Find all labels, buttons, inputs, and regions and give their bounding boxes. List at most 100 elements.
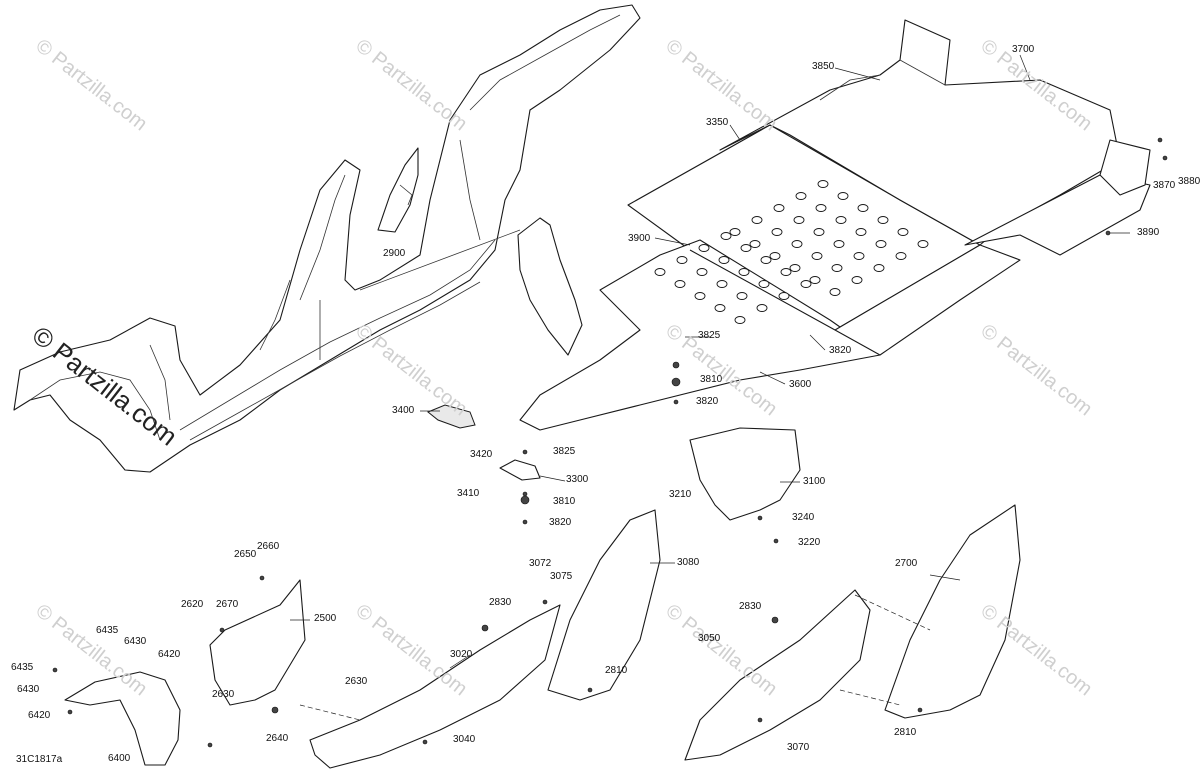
callout-3820: 3820 <box>829 345 852 356</box>
callout-6435: 6435 <box>11 662 34 673</box>
floor-hole <box>674 280 686 288</box>
floor-hole <box>897 228 909 236</box>
document-id: 31C1817a <box>16 754 63 765</box>
side-panel-large <box>517 217 583 356</box>
callout-3820: 3820 <box>696 396 719 407</box>
callout-6435: 6435 <box>96 625 119 636</box>
callout-3900: 3900 <box>628 233 651 244</box>
fasteners <box>52 137 1168 748</box>
callout-2810: 2810 <box>894 727 917 738</box>
callout-3825: 3825 <box>698 330 721 341</box>
callout-3810: 3810 <box>553 496 576 507</box>
floor-hole <box>729 228 741 236</box>
callout-6400: 6400 <box>108 753 131 764</box>
floor-hole <box>811 252 823 260</box>
floor-hole <box>877 216 889 224</box>
rocker-3020 <box>309 604 561 769</box>
floor-hole <box>769 252 781 260</box>
callout-3600: 3600 <box>789 379 812 390</box>
floor-hole <box>793 216 805 224</box>
panel-2500 <box>209 579 306 706</box>
callout-3075: 3075 <box>550 571 573 582</box>
floor-hole <box>855 228 867 236</box>
callout-2660: 2660 <box>257 541 280 552</box>
floor-hole <box>795 192 807 200</box>
bracket-3300 <box>499 459 541 481</box>
callout-2630: 2630 <box>345 676 368 687</box>
floor-hole <box>676 256 688 264</box>
floor-hole <box>749 240 761 248</box>
floor-hole <box>833 240 845 248</box>
floor-pan-3600 <box>519 232 1021 431</box>
callout-6430: 6430 <box>17 684 40 695</box>
callout-3070: 3070 <box>787 742 810 753</box>
callout-6420: 6420 <box>28 710 51 721</box>
callout-3410: 3410 <box>457 488 480 499</box>
floor-hole <box>654 268 666 276</box>
callout-2630: 2630 <box>212 689 235 700</box>
callout-3020: 3020 <box>450 649 473 660</box>
floor-hole <box>831 264 843 272</box>
callout-3810: 3810 <box>700 374 723 385</box>
floor-hole <box>789 264 801 272</box>
floor-hole <box>698 244 710 252</box>
floor-pan-3850-3700 <box>719 19 1121 246</box>
floor-hole <box>696 268 708 276</box>
callout-3040: 3040 <box>453 734 476 745</box>
callout-2810: 2810 <box>605 665 628 676</box>
callout-3100: 3100 <box>803 476 826 487</box>
panel-2900 <box>377 147 419 233</box>
callout-3210: 3210 <box>669 489 692 500</box>
floor-hole <box>758 280 770 288</box>
callout-3350: 3350 <box>706 117 729 128</box>
callout-2650: 2650 <box>234 549 257 560</box>
callout-3870: 3870 <box>1153 180 1176 191</box>
floor-hole <box>815 204 827 212</box>
floor-hole <box>716 280 728 288</box>
floor-hole <box>736 292 748 300</box>
floor-hole <box>771 228 783 236</box>
callout-3220: 3220 <box>798 537 821 548</box>
callout-2620: 2620 <box>181 599 204 610</box>
floor-hole <box>837 192 849 200</box>
floor-hole <box>875 240 887 248</box>
callout-2640: 2640 <box>266 733 289 744</box>
floor-hole <box>817 180 829 188</box>
floor-hole <box>917 240 929 248</box>
callout-3700: 3700 <box>1012 44 1035 55</box>
callout-6430: 6430 <box>124 636 147 647</box>
callout-3825: 3825 <box>553 446 576 457</box>
floor-hole <box>734 316 746 324</box>
callout-3850: 3850 <box>812 61 835 72</box>
floor-hole <box>751 216 763 224</box>
callout-2500: 2500 <box>314 613 337 624</box>
floor-hole <box>778 292 790 300</box>
callout-3420: 3420 <box>470 449 493 460</box>
floor-hole <box>694 292 706 300</box>
floor-hole <box>813 228 825 236</box>
callout-3072: 3072 <box>529 558 552 569</box>
floor-hole <box>829 288 841 296</box>
callout-2830: 2830 <box>489 597 512 608</box>
callout-2830: 2830 <box>739 601 762 612</box>
fender-6400 <box>64 671 181 766</box>
door-2700 <box>884 504 1021 719</box>
side-rail-assembly <box>13 4 641 473</box>
floor-hole <box>857 204 869 212</box>
callout-3400: 3400 <box>392 405 415 416</box>
floor-hole <box>773 204 785 212</box>
floor-hole <box>873 264 885 272</box>
callout-2700: 2700 <box>895 558 918 569</box>
callout-2670: 2670 <box>216 599 239 610</box>
floor-hole <box>895 252 907 260</box>
floor-hole <box>791 240 803 248</box>
door-3080 <box>547 509 661 701</box>
rocker-3050 <box>684 589 871 761</box>
floor-hole <box>760 256 772 264</box>
floor-hole <box>853 252 865 260</box>
callout-2900: 2900 <box>383 248 406 259</box>
callout-3820: 3820 <box>549 517 572 528</box>
floor-hole <box>756 304 768 312</box>
floor-pan-3890 <box>964 139 1151 256</box>
